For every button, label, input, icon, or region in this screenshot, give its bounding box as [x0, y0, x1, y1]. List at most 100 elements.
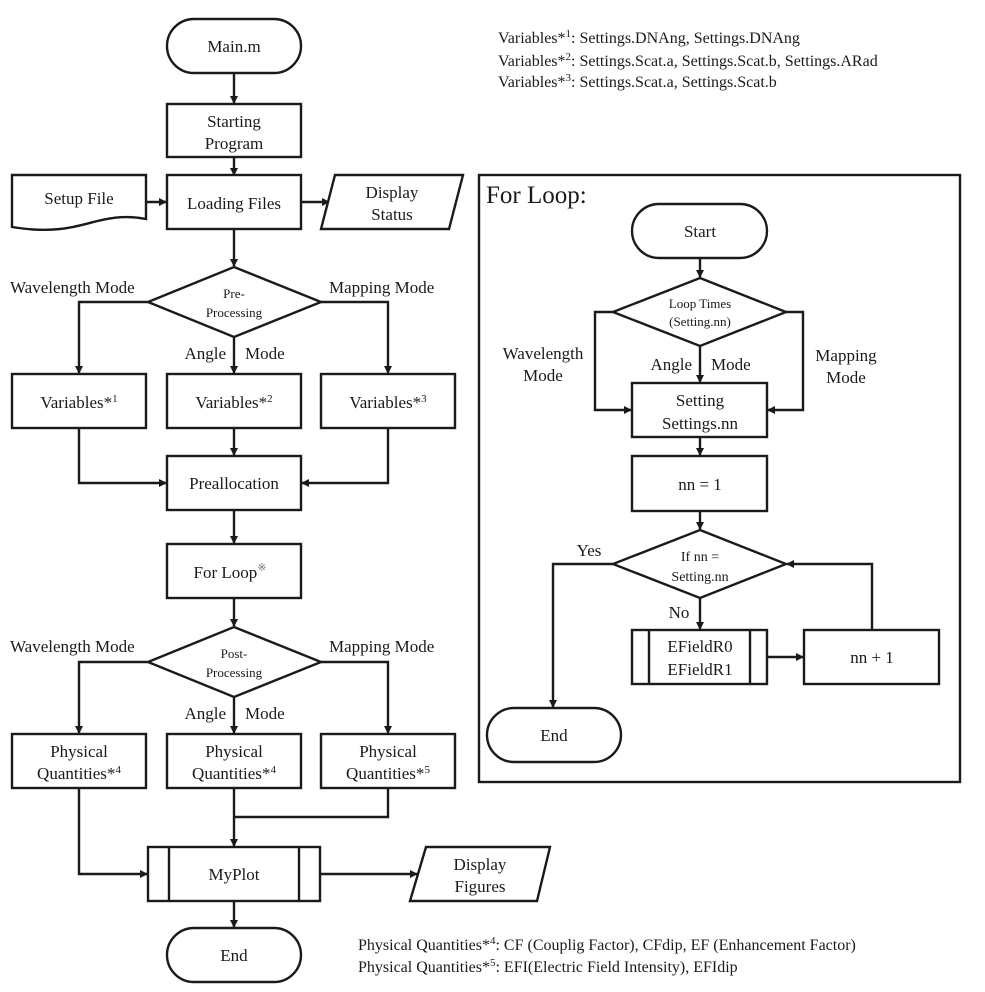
arrow-increment-to-if — [786, 560, 874, 630]
arrow-post-wavelength — [75, 660, 148, 734]
note-physical-4: Physical Quantities*4: CF (Couplig Facto… — [358, 935, 856, 954]
if-label-1: If nn = — [681, 550, 719, 565]
loop-mode-label: Mode — [711, 355, 751, 374]
for-loop-panel-title: For Loop: — [486, 182, 587, 209]
node-for-loop: For Loop※ — [165, 542, 303, 600]
node-variables-2: Variables*2 — [165, 372, 303, 430]
arrow-pre-wavelength — [75, 300, 148, 374]
node-end: End — [165, 926, 303, 984]
physical-3-line2: Quantities*5 — [346, 764, 430, 783]
line-pq3-merge — [234, 788, 390, 819]
for-loop-panel: For Loop: Start Loop Times (Setting.nn) … — [477, 173, 962, 784]
increment-label: nn + 1 — [850, 648, 894, 667]
loop-times-label-1: Loop Times — [669, 296, 732, 311]
node-physical-quantities-2: Physical Quantities*4 — [165, 732, 303, 790]
setup-file-label: Setup File — [44, 189, 113, 208]
variables-1-label: Variables*1 — [40, 393, 117, 412]
post-mapping-mode-label: Mapping Mode — [329, 637, 434, 656]
loop-node-start: Start — [630, 202, 769, 260]
arrow-var3-to-prealloc — [301, 428, 390, 487]
node-myplot: MyPlot — [146, 845, 322, 903]
starting-label-2: Program — [205, 134, 264, 153]
loop-mapping-label-1: Mapping — [815, 346, 877, 365]
main-connectors — [75, 73, 418, 928]
loop-node-setting: Setting Settings.nn — [630, 381, 769, 439]
display-figures-label-1: Display — [454, 855, 507, 874]
physical-1-line2: Quantities*4 — [37, 764, 121, 783]
display-status-label-2: Status — [371, 205, 413, 224]
pre-mapping-mode-label: Mapping Mode — [329, 278, 434, 297]
pre-processing-label-2: Processing — [206, 305, 263, 320]
starting-label-1: Starting — [207, 112, 261, 131]
variables-notes: Variables*1: Settings.DNAng, Settings.DN… — [498, 28, 878, 91]
pre-wavelength-mode-label: Wavelength Mode — [10, 278, 135, 297]
loop-node-efield: EFieldR0 EFieldR1 — [630, 628, 769, 686]
arrow-pre-mapping — [321, 300, 392, 374]
note-variables-3: Variables*3: Settings.Scat.a, Settings.S… — [498, 72, 777, 91]
arrow-post-mapping — [321, 660, 392, 734]
physical-1-line1: Physical — [50, 742, 108, 761]
setting-label-2: Settings.nn — [662, 414, 739, 433]
node-starting-program: Starting Program — [165, 102, 303, 159]
note-variables-1: Variables*1: Settings.DNAng, Settings.DN… — [498, 28, 800, 47]
node-pre-processing: Pre- Processing — [144, 265, 325, 339]
loop-mapping-label-2: Mode — [826, 368, 866, 387]
setting-label-1: Setting — [676, 391, 725, 410]
post-wavelength-mode-label: Wavelength Mode — [10, 637, 135, 656]
node-preallocation: Preallocation — [165, 454, 303, 512]
loop-wavelength-label-2: Mode — [523, 366, 563, 385]
loop-node-nn-init: nn = 1 — [630, 454, 769, 513]
loop-node-loop-times: Loop Times (Setting.nn) — [609, 276, 790, 348]
physical-quantities-notes: Physical Quantities*4: CF (Couplig Facto… — [358, 935, 856, 976]
loading-files-label: Loading Files — [187, 194, 281, 213]
loop-end-label: End — [540, 726, 568, 745]
efield-label-2: EFieldR1 — [667, 660, 732, 679]
node-display-status: Display Status — [319, 173, 465, 231]
node-physical-quantities-3: Physical Quantities*5 — [319, 732, 457, 790]
nn-init-label: nn = 1 — [678, 475, 722, 494]
loop-times-label-2: (Setting.nn) — [669, 314, 731, 329]
loop-start-label: Start — [684, 222, 716, 241]
physical-2-line2: Quantities*4 — [192, 764, 276, 783]
pre-processing-label-1: Pre- — [223, 286, 245, 301]
post-processing-label-1: Post- — [221, 646, 248, 661]
main-label: Main.m — [207, 37, 260, 56]
loop-node-end: End — [485, 706, 623, 764]
physical-3-line1: Physical — [359, 742, 417, 761]
post-processing-label-2: Processing — [206, 665, 263, 680]
loop-wavelength-label-1: Wavelength — [503, 344, 584, 363]
note-variables-2: Variables*2: Settings.Scat.a, Settings.S… — [498, 51, 878, 70]
post-mode-label: Mode — [245, 704, 285, 723]
variables-3-label: Variables*3 — [349, 393, 427, 412]
node-loading-files: Loading Files — [165, 173, 303, 231]
node-variables-3: Variables*3 — [319, 372, 457, 430]
display-figures-label-2: Figures — [455, 877, 506, 896]
no-label: No — [669, 603, 690, 622]
pre-mode-label: Mode — [245, 344, 285, 363]
arrow-var1-to-prealloc — [77, 428, 167, 487]
node-physical-quantities-1: Physical Quantities*4 — [10, 732, 148, 790]
efield-label-1: EFieldR0 — [667, 637, 732, 656]
loop-node-if: If nn = Setting.nn — [609, 528, 790, 600]
post-angle-label: Angle — [184, 704, 226, 723]
arrow-if-yes-to-end — [549, 562, 613, 708]
node-post-processing: Post- Processing — [144, 625, 325, 699]
arrow-loop-mapping — [767, 310, 805, 414]
node-setup-file: Setup File — [10, 173, 148, 232]
note-physical-5: Physical Quantities*5: EFI(Electric Fiel… — [358, 957, 738, 976]
display-status-label-1: Display — [366, 183, 419, 202]
if-label-2: Setting.nn — [671, 570, 728, 585]
node-variables-1: Variables*1 — [10, 372, 148, 430]
loop-angle-label: Angle — [650, 355, 692, 374]
reference-mark: ※ — [257, 562, 266, 574]
variables-2-label: Variables*2 — [195, 393, 272, 412]
end-label: End — [220, 946, 248, 965]
preallocation-label: Preallocation — [189, 474, 279, 493]
node-main: Main.m — [165, 17, 303, 75]
node-display-figures: Display Figures — [408, 845, 552, 903]
arrow-pq1-to-myplot — [77, 788, 148, 878]
yes-label: Yes — [577, 541, 602, 560]
arrow-loop-wavelength — [593, 310, 632, 414]
for-loop-label: For Loop※ — [194, 562, 267, 582]
